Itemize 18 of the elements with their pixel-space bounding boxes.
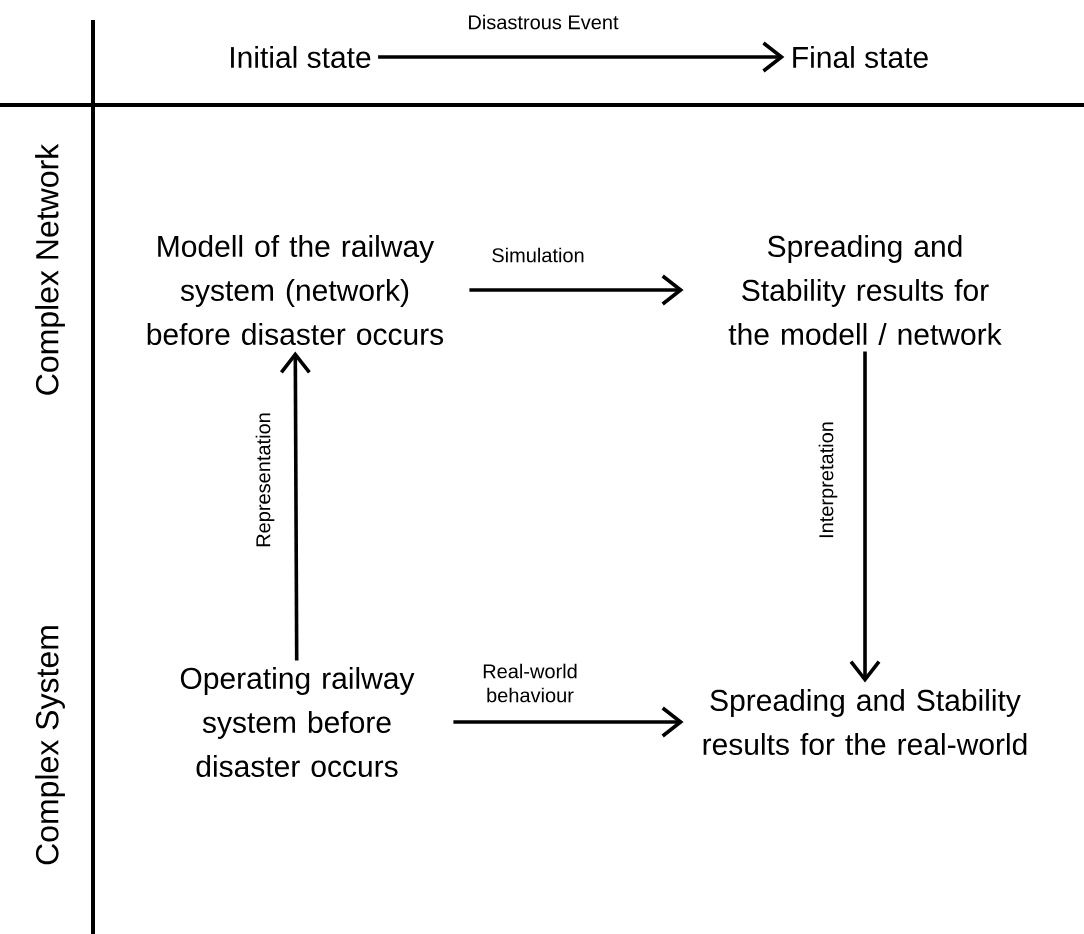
edge-label: Interpretation [818,422,838,538]
text-label: Initial state [231,46,371,68]
text-label: Operating railway system before disaster occurs [180,667,415,777]
arrow [849,351,881,683]
edge-label: Real-world behaviour [483,663,577,703]
arrow [453,706,684,738]
edge-label: Representation [255,413,275,547]
arrow [279,351,311,661]
text-label: Spreading and Stability results for the modell / network [728,235,1002,345]
text-label: Spreading and Stability results for the real-world [703,689,1027,755]
axis-label: Complex Network [35,143,65,395]
edge-label: Simulation [492,247,584,263]
text-label: Modell of the railway system (network) before disaster occurs [147,235,444,345]
axis-label: Complex System [35,626,65,865]
arrow [469,274,684,306]
arrow [378,41,785,73]
text-label: Final state [793,46,928,68]
edge-label: Disastrous Event [469,14,619,30]
